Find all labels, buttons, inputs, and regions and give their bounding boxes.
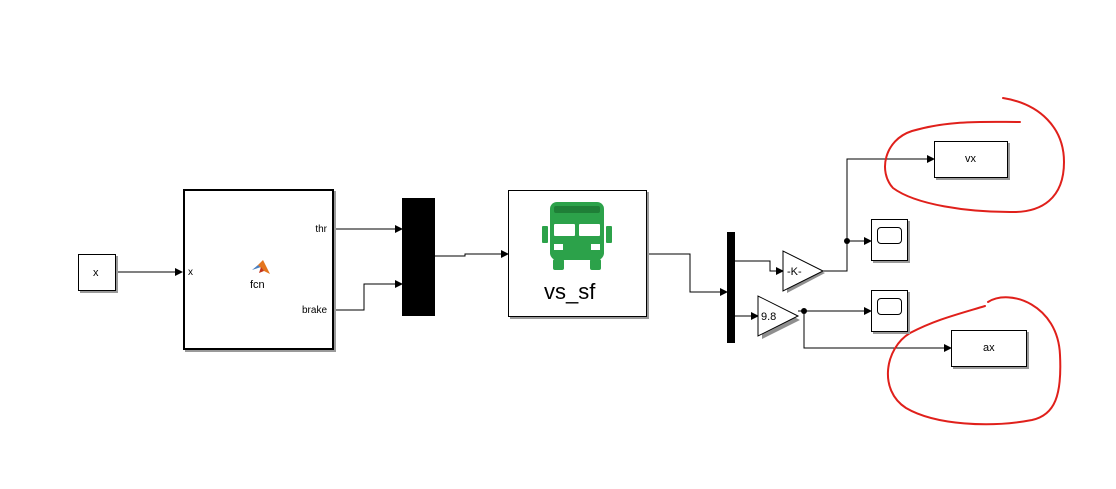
- signal-to-vx[interactable]: [846, 155, 935, 241]
- signal-gain-k-out[interactable]: [823, 241, 848, 272]
- input-x-block[interactable]: x: [78, 254, 116, 291]
- signal-demux-to-gain-k[interactable]: [735, 260, 784, 275]
- signal-to-ax[interactable]: [803, 311, 952, 352]
- output-vx-block[interactable]: vx: [934, 141, 1008, 178]
- scope-block-bottom[interactable]: [871, 290, 908, 332]
- output-ax-label: ax: [983, 342, 995, 354]
- signal-brake[interactable]: [334, 280, 403, 311]
- mux-block[interactable]: [402, 198, 435, 316]
- scope-icon: [877, 298, 902, 315]
- scope-icon: [877, 227, 902, 244]
- gain-98-label: 9.8: [761, 311, 776, 323]
- fcn-block[interactable]: x thr brake fcn: [183, 189, 334, 350]
- branch-point-ax: [801, 308, 807, 314]
- annotation-circle-ax: [886, 296, 1062, 426]
- signal-vehicle-to-demux[interactable]: [647, 253, 728, 296]
- truck-icon: [542, 202, 612, 270]
- gain-k-label: -K-: [787, 266, 802, 278]
- output-ax-block[interactable]: ax: [951, 330, 1027, 367]
- branch-point-vx: [844, 238, 850, 244]
- gain-98-block[interactable]: 9.8: [757, 295, 800, 339]
- signal-mux-to-vehicle[interactable]: [435, 250, 509, 258]
- vehicle-label: vs_sf: [544, 279, 596, 304]
- output-vx-label: vx: [965, 153, 976, 165]
- fcn-label: fcn: [250, 279, 265, 291]
- scope-block-top[interactable]: [871, 219, 908, 261]
- demux-block[interactable]: [727, 232, 735, 343]
- gain-k-block[interactable]: -K-: [782, 250, 825, 293]
- fcn-output-port-brake: brake: [301, 305, 327, 316]
- fcn-input-port-x: x: [188, 267, 193, 278]
- matlab-logo-icon: [251, 259, 271, 275]
- fcn-output-port-thr: thr: [315, 224, 327, 235]
- input-x-label: x: [93, 267, 99, 279]
- annotation-circle-vx: [884, 97, 1066, 214]
- annotation-circles: [884, 97, 1066, 426]
- vehicle-block[interactable]: vs_sf: [508, 190, 647, 317]
